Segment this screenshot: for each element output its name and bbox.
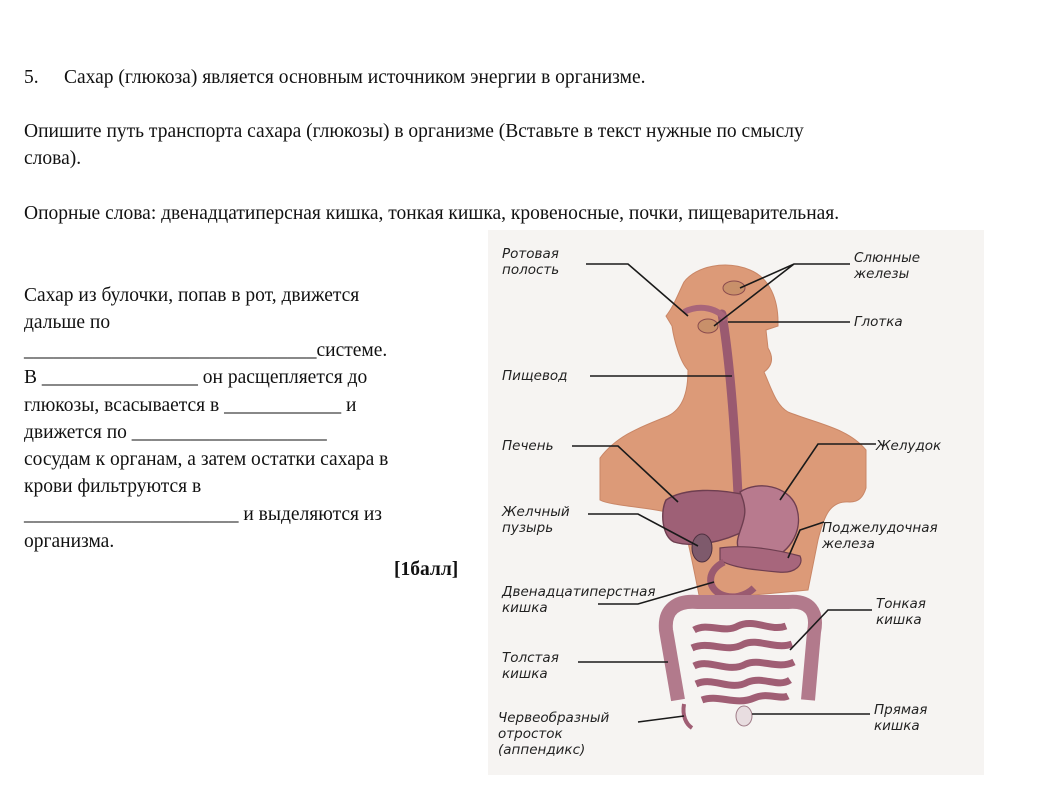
question-statement: Сахар (глюкоза) является основным источн… [64, 67, 646, 88]
label-small-intestine-1: Тонкая [876, 596, 926, 612]
passage-line-3: ______________________________системе. [24, 340, 388, 361]
label-appendix-1: Червеобразный [498, 710, 609, 726]
passage-line-9: ______________________ и выделяются из [24, 504, 382, 525]
oral-cavity-shape [682, 304, 729, 322]
leader-oral-cavity [586, 263, 689, 317]
leader-small-intestine [789, 609, 872, 651]
task-instruction-line2: слова). [24, 148, 82, 169]
label-small-intestine-2: кишка [876, 612, 922, 628]
task-instruction-line1: Опишите путь транспорта сахара (глюкозы)… [24, 121, 804, 142]
pancreas-shape [719, 546, 802, 573]
passage-line-2: дальше по [24, 312, 111, 333]
salivary-gland-shape [722, 280, 746, 296]
leader-gallbladder [588, 513, 699, 547]
rectum-shape [735, 705, 753, 727]
label-large-intestine-2: кишка [502, 666, 548, 682]
label-esophagus: Пищевод [502, 368, 568, 384]
keywords-line: Опорные слова: двенадцатиперсная кишка, … [24, 203, 840, 224]
label-appendix-3: (аппендикс) [498, 742, 585, 758]
label-duodenum-2: кишка [502, 600, 548, 616]
label-rectum-1: Прямая [874, 702, 927, 718]
leader-duodenum [598, 581, 715, 605]
passage-line-5: глюкозы, всасывается в ____________ и [24, 395, 357, 416]
label-duodenum-1: Двенадцатиперстная [501, 584, 656, 600]
leader-liver [572, 445, 679, 503]
passage-line-4: В ________________ он расщепляется до [24, 367, 368, 388]
digestive-system-diagram: Ротовая полость Слюнные железы Глотка Пи… [488, 230, 984, 775]
label-oral-cavity-1: Ротовая [502, 246, 559, 262]
label-stomach: Желудок [875, 438, 942, 454]
esophagus-shape [717, 309, 743, 500]
leader-pancreas [787, 521, 825, 559]
label-pancreas-1: Поджелудочная [822, 520, 938, 536]
duodenum-shape [707, 558, 757, 601]
leader-appendix [637, 715, 685, 723]
label-large-intestine-1: Толстая [502, 650, 559, 666]
leader-salivary [713, 263, 850, 327]
small-intestine-shape [690, 619, 796, 705]
label-gallbladder-1: Желчный [501, 504, 570, 520]
label-pancreas-2: железа [821, 536, 875, 552]
label-appendix-2: отросток [498, 726, 563, 742]
passage-line-10: организма. [24, 531, 115, 552]
passage-line-8: крови фильтруются в [24, 476, 202, 497]
passage-line-6: движется по ____________________ [24, 422, 327, 443]
label-rectum-2: кишка [874, 718, 920, 734]
label-gallbladder-2: пузырь [502, 520, 553, 536]
label-salivary-1: Слюнные [854, 250, 920, 266]
label-oral-cavity-2: полость [502, 262, 559, 278]
label-pharynx: Глотка [854, 314, 903, 330]
appendix-shape [681, 703, 694, 730]
passage-line-7: сосудам к органам, а затем остатки сахар… [24, 449, 389, 470]
label-salivary-2: железы [853, 266, 910, 282]
salivary-gland-shape-2 [697, 318, 719, 334]
large-intestine-shape [658, 594, 822, 702]
score-label: [1балл] [394, 559, 459, 580]
passage-line-1: Сахар из булочки, попав в рот, движется [24, 285, 360, 306]
leader-stomach [779, 443, 876, 501]
question-number: 5. [24, 67, 39, 88]
label-liver: Печень [502, 438, 554, 454]
gallbladder-shape [691, 533, 713, 563]
